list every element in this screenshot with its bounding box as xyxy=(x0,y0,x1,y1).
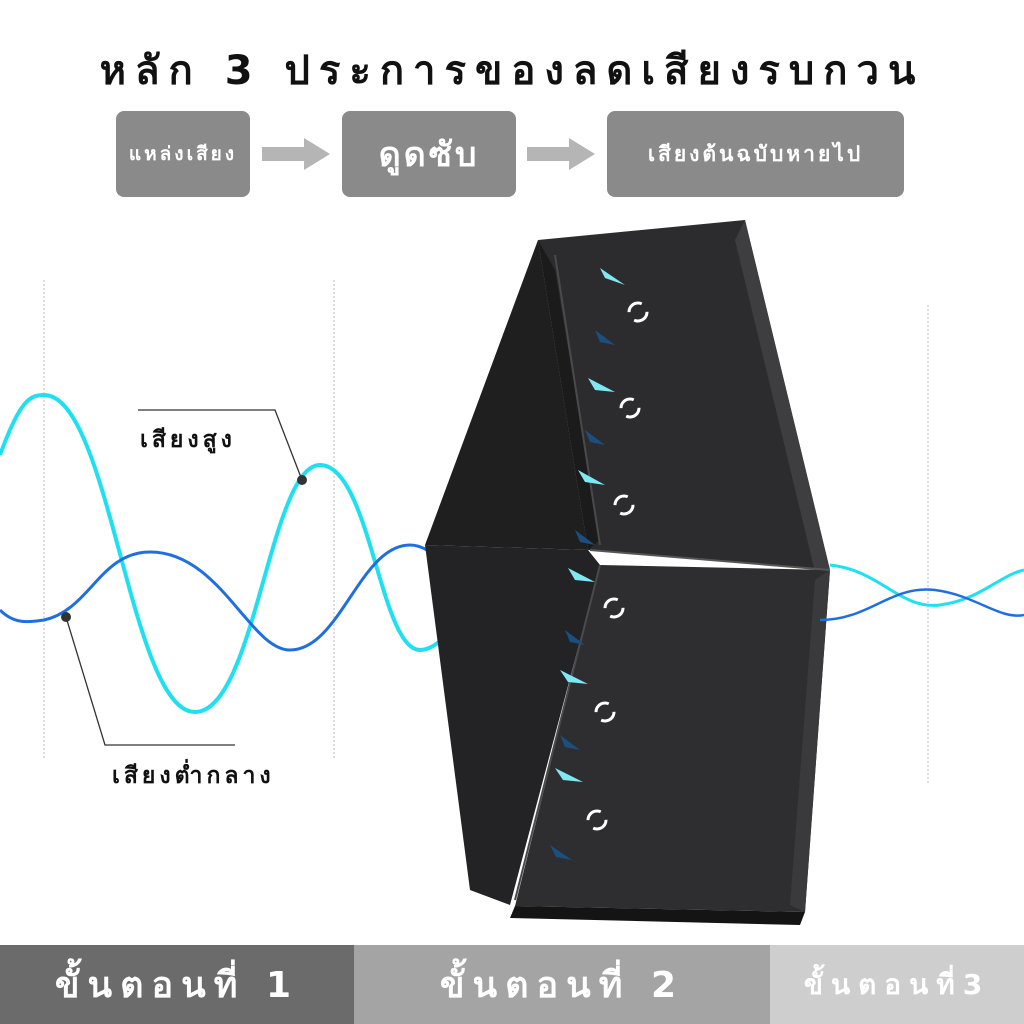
high-wave xyxy=(0,392,546,715)
footer-step-3: ขั้นตอนที่3 xyxy=(770,945,1024,1024)
step-box-source: แหล่งเสียง xyxy=(116,111,250,197)
label-dot xyxy=(297,475,307,485)
arrow-right-icon xyxy=(262,138,330,170)
step-box-result: เสียงต้นฉบับหายไป xyxy=(607,111,904,197)
high-wave-out xyxy=(829,563,1024,607)
label-high: เสียงสูง xyxy=(140,427,236,453)
arrow-right-icon xyxy=(527,138,595,170)
page-title: หลัก 3 ประการของลดเสียงรบกวน xyxy=(99,48,925,94)
label-dot xyxy=(61,612,71,622)
footer-step-2: ขั้นตอนที่ 2 xyxy=(354,945,770,1024)
swirl-icon xyxy=(586,301,649,831)
acoustic-panel xyxy=(425,220,831,925)
step-box-absorb: ดูดซับ xyxy=(342,111,516,197)
label-mid-low: เสียงต่ำกลาง xyxy=(112,763,275,789)
footer-step-1: ขั้นตอนที่ 1 xyxy=(0,945,354,1024)
absorb-arrow-icon xyxy=(555,268,625,782)
mid-wave-out xyxy=(819,588,1024,622)
label-leader xyxy=(65,409,303,746)
absorb-arrow-icon xyxy=(550,330,615,860)
